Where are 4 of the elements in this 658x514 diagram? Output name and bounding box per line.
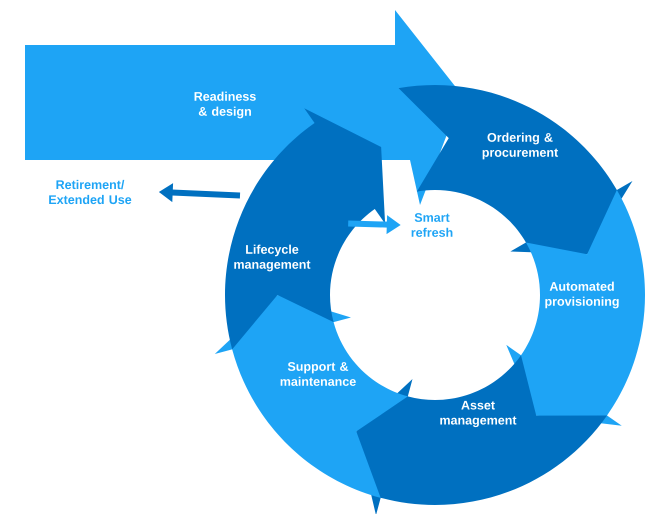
arrow-segment: Asset management (356, 355, 608, 514)
step-label: Retirement/ Extended Use (49, 180, 132, 204)
arrow-segment: Support & maintenance (214, 295, 408, 498)
step-label: Smart refresh (412, 213, 452, 237)
